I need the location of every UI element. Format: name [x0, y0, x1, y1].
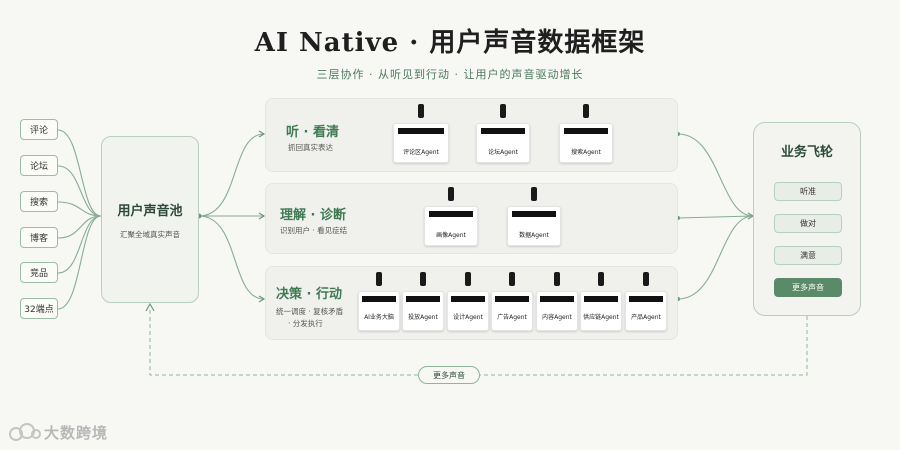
layer-desc-line-2: · 分发执行 [288, 319, 323, 328]
agent-card: 论坛Agent [476, 104, 530, 163]
connector-source-2 [57, 201, 102, 217]
lanyard-icon [448, 187, 454, 201]
layer-desc: 抓回真实表达 [288, 143, 333, 152]
agent-name: 评论区Agent [403, 149, 439, 156]
pool-desc: 汇聚全域真实声音 [120, 229, 180, 239]
layer-understand: 理解 · 诊断 识别用户 · 看见症结 画像Agent 数据Agent [265, 183, 678, 254]
lanyard-icon [500, 104, 506, 118]
source-blog: 博客 [20, 227, 58, 248]
agent-card: 搜索Agent [559, 104, 613, 163]
agent-card: 画像Agent [424, 187, 478, 246]
agent-card: 产品Agent [625, 272, 667, 331]
agent-name: 内容Agent [542, 314, 572, 321]
user-voice-pool: 用户声音池 汇聚全域真实声音 [101, 136, 199, 303]
connector-source-3 [57, 215, 102, 239]
agent-card: AI业务大脑 [358, 272, 400, 331]
watermark-text: 大数跨境 [44, 423, 109, 442]
lanyard-icon [583, 104, 589, 118]
lanyard-icon [376, 272, 382, 286]
lanyard-icon [418, 104, 424, 118]
flywheel-item: 满意 [774, 246, 842, 265]
agent-name: 搜索Agent [571, 149, 601, 156]
watermark-logo: 大数跨境 [8, 421, 108, 443]
lanyard-icon [509, 272, 515, 286]
lanyard-icon [531, 187, 537, 201]
layer-desc-line-1: 统一调度 · 复核矛盾 [276, 307, 344, 316]
agent-card: 广告Agent [491, 272, 533, 331]
lanyard-icon [554, 272, 560, 286]
agent-name: 供应链Agent [583, 314, 619, 321]
agent-name: 数据Agent [519, 232, 549, 239]
source-competitors: 竞品 [20, 262, 58, 283]
layer-title: 决策 · 行动 [276, 287, 342, 302]
flywheel-item: 做对 [774, 214, 842, 233]
agent-name: 设计Agent [453, 314, 483, 321]
lanyard-icon [465, 272, 471, 286]
agent-name: 产品Agent [631, 314, 661, 321]
feedback-label: 更多声音 [418, 366, 480, 384]
business-flywheel: 业务飞轮 听准 做对 满意 更多声音 [753, 122, 861, 316]
agent-card: 内容Agent [536, 272, 578, 331]
source-32-endpoints: 32端点 [20, 298, 58, 319]
connector-layer-2-flywheel [677, 215, 754, 300]
page-subtitle: 三层协作 · 从听见到行动 · 让用户的声音驱动增长 [316, 68, 584, 81]
agent-name: 论坛Agent [488, 149, 518, 156]
connector-source-5 [57, 215, 102, 310]
agent-card: 设计Agent [447, 272, 489, 331]
layer-desc: 识别用户 · 看见症结 [280, 226, 348, 235]
source-comments: 评论 [20, 119, 58, 140]
connector-source-0 [57, 129, 102, 217]
pool-title: 用户声音池 [117, 203, 183, 219]
source-forum: 论坛 [20, 155, 58, 176]
agent-card: 数据Agent [507, 187, 561, 246]
agent-card: 评论区Agent [393, 104, 449, 163]
page-title: AI Native · 用户声音数据框架 [254, 28, 646, 58]
connector-pool-layer-2 [198, 215, 265, 300]
connector-source-4 [57, 215, 102, 274]
connector-pool-layer-0 [198, 133, 265, 217]
watermark-logo-icon [9, 423, 41, 441]
agent-card: 投放Agent [402, 272, 444, 331]
flywheel-item: 听准 [774, 182, 842, 201]
connector-source-1 [57, 165, 102, 217]
lanyard-icon [420, 272, 426, 286]
layer-listen: 听 · 看清 抓回真实表达 评论区Agent 论坛Agent 搜索Agent [265, 98, 678, 172]
layer-act: 决策 · 行动 统一调度 · 复核矛盾 · 分发执行 AI业务大脑 投放Agen… [265, 266, 678, 340]
agent-card: 供应链Agent [580, 272, 622, 331]
layer-title: 理解 · 诊断 [280, 208, 346, 223]
flywheel-title: 业务飞轮 [780, 145, 833, 160]
connector-layer-1-flywheel [677, 215, 754, 219]
agent-name: AI业务大脑 [364, 314, 394, 321]
source-search: 搜索 [20, 191, 58, 212]
lanyard-icon [643, 272, 649, 286]
connector-layer-0-flywheel [677, 133, 754, 217]
flywheel-item-active: 更多声音 [774, 278, 842, 297]
agent-name: 画像Agent [436, 232, 466, 239]
agent-name: 投放Agent [408, 314, 438, 321]
layer-title: 听 · 看清 [286, 125, 339, 140]
agent-name: 广告Agent [497, 314, 527, 321]
lanyard-icon [598, 272, 604, 286]
